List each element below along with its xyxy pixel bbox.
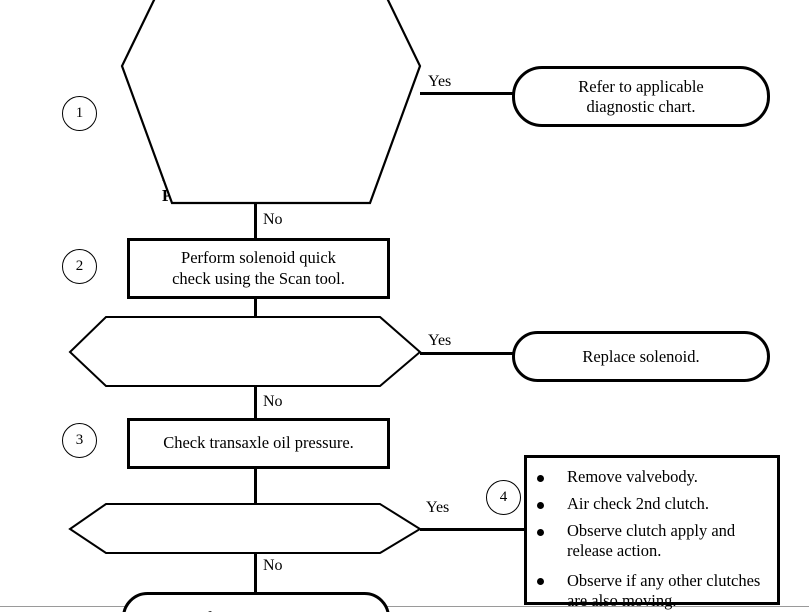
- process-box-3-label: Check transaxle oil pressure.: [163, 433, 354, 453]
- decision-hexagon-pressure-spec: [68, 503, 422, 555]
- terminal-refer-dtc-label: Refer to DTC P0745: [187, 608, 324, 612]
- step4-bullet-3: Observe clutch apply and release action.: [527, 521, 767, 561]
- decision-hexagon-dtc-present: [120, 0, 422, 206]
- connector-2-yes: [420, 352, 516, 355]
- connector-3-down: [254, 462, 257, 504]
- process-box-2-label: Perform solenoid quick check using the S…: [172, 248, 345, 288]
- edge-label-yes-3: Yes: [426, 499, 450, 516]
- edge-label-no-1: No: [263, 211, 283, 228]
- step-marker-1-label: 1: [75, 105, 84, 121]
- connector-3-yes: [420, 528, 526, 531]
- connector-2-no: [254, 386, 257, 419]
- step-marker-3-label: 3: [75, 432, 84, 448]
- step-marker-2-label: 2: [75, 258, 84, 274]
- step-marker-4-label: 4: [499, 489, 508, 505]
- connector-1-no: [254, 202, 257, 240]
- process-box-check-oil-pressure: Check transaxle oil pressure.: [127, 418, 390, 469]
- process-box-solenoid-quick-check: Perform solenoid quick check using the S…: [127, 238, 390, 299]
- step-marker-2: 2: [62, 249, 97, 284]
- terminal-refer-applicable-chart: Refer to applicable diagnostic chart.: [512, 66, 770, 127]
- step4-bullet-1: Remove valvebody.: [527, 467, 777, 487]
- terminal-replace-solenoid-label: Replace solenoid.: [582, 346, 700, 366]
- edge-label-no-3: No: [263, 557, 283, 574]
- edge-label-no-2: No: [263, 393, 283, 410]
- terminal-replace-solenoid: Replace solenoid.: [512, 331, 770, 382]
- terminal-refer-dtc-p0745: Refer to DTC P0745: [122, 592, 390, 612]
- terminal-refer-chart-label: Refer to applicable diagnostic chart.: [578, 76, 704, 116]
- edge-label-yes-2: Yes: [428, 332, 452, 349]
- page-bottom-rule: [0, 606, 809, 607]
- step-marker-4: 4: [486, 480, 521, 515]
- process-box-valvebody-checks: Remove valvebody. Air check 2nd clutch. …: [524, 455, 780, 610]
- decision-hexagon-solenoid-tone: [68, 316, 422, 388]
- step4-bullet-2: Air check 2nd clutch.: [527, 494, 777, 514]
- step-marker-1: 1: [62, 96, 97, 131]
- connector-3-no: [254, 552, 257, 592]
- connector-2-down: [254, 291, 257, 319]
- edge-label-yes-1: Yes: [428, 73, 452, 90]
- step4-bullet-4: Observe if any other clutches are also m…: [527, 571, 767, 611]
- connector-1-yes: [420, 92, 516, 95]
- terminal-refer-dtc-clip: Refer to DTC P0745: [0, 590, 809, 612]
- step-marker-3: 3: [62, 423, 97, 458]
